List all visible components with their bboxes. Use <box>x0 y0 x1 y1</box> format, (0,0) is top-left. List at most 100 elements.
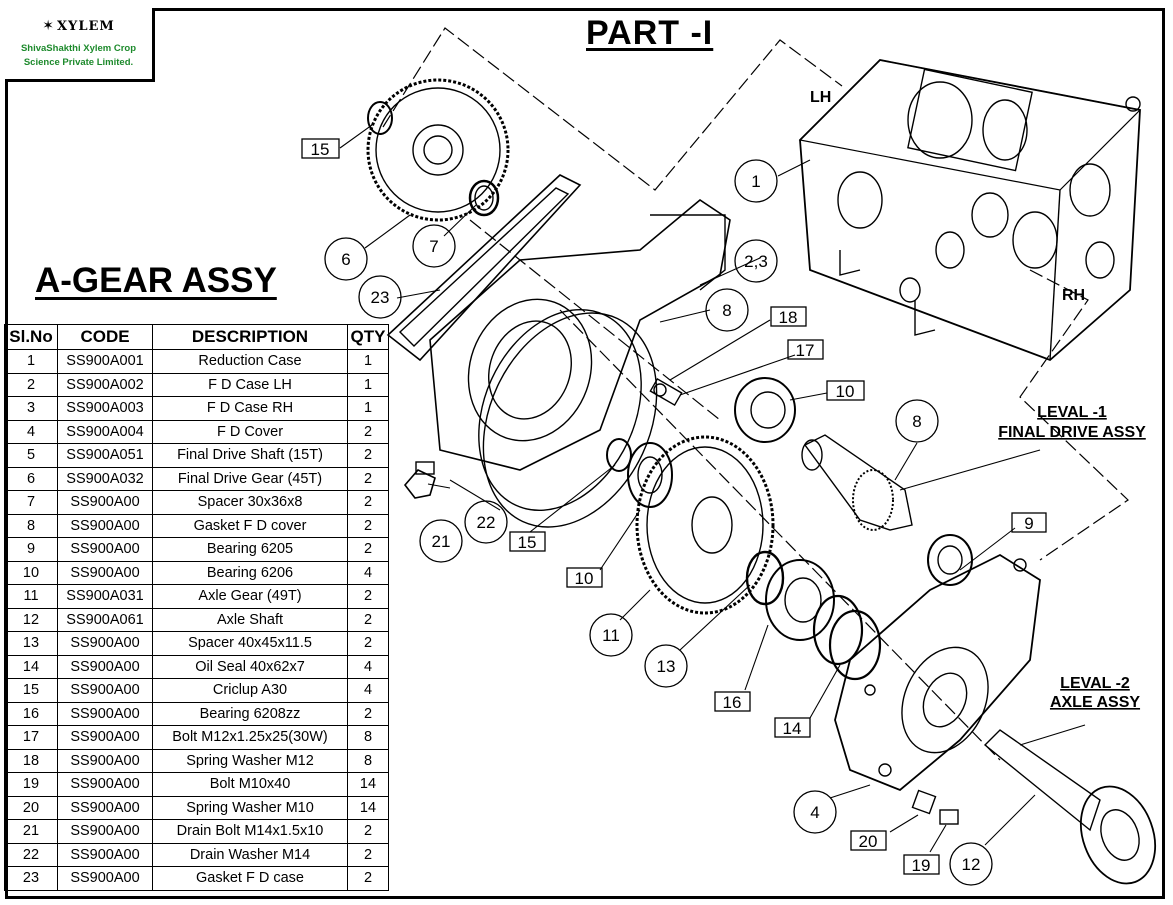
fd-cover-part <box>834 553 1041 792</box>
cell-qty: 4 <box>347 654 389 679</box>
cell-qty: 2 <box>347 701 389 726</box>
cell-qty: 1 <box>347 372 389 397</box>
cell-qty: 4 <box>347 560 389 585</box>
cell-code: SS900A00 <box>57 842 153 867</box>
label-level2-a: LEVAL -2 <box>1060 675 1130 692</box>
cell-slno: 11 <box>4 584 58 609</box>
company-logo: ✶XYLEM ShivaShakthi Xylem Crop Science P… <box>5 8 155 82</box>
callout-21: 21 <box>432 532 451 551</box>
callout-19: 19 <box>912 856 931 875</box>
cell-qty: 2 <box>347 490 389 515</box>
cell-slno: 14 <box>4 654 58 679</box>
header-slno: Sl.No <box>4 324 58 350</box>
callout-17: 17 <box>796 341 815 360</box>
cell-qty: 2 <box>347 419 389 444</box>
callout-11: 11 <box>602 626 620 645</box>
cell-code: SS900A00 <box>57 631 153 656</box>
bearings-part <box>606 377 973 681</box>
cell-description: Spring Washer M12 <box>152 748 348 773</box>
cell-slno: 10 <box>4 560 58 585</box>
final-drive-gear-part <box>366 78 510 222</box>
cell-slno: 13 <box>4 631 58 656</box>
logo-company: ShivaShakthi Xylem Crop Science Private … <box>20 43 137 68</box>
page-title: PART -I <box>586 14 714 52</box>
cell-code: SS900A051 <box>57 443 153 468</box>
cell-code: SS900A002 <box>57 372 153 397</box>
cell-qty: 14 <box>347 795 389 820</box>
cell-slno: 15 <box>4 678 58 703</box>
cell-qty: 2 <box>347 607 389 632</box>
callout-boxes <box>301 138 1047 875</box>
cell-code: SS900A00 <box>57 537 153 562</box>
cell-qty: 4 <box>347 678 389 703</box>
header-code: CODE <box>57 324 153 350</box>
label-level1-b: FINAL DRIVE ASSY <box>998 424 1146 441</box>
cell-qty: 2 <box>347 537 389 562</box>
callout-10-top: 10 <box>836 382 855 401</box>
cell-slno: 3 <box>4 396 58 421</box>
cell-slno: 7 <box>4 490 58 515</box>
cell-qty: 2 <box>347 466 389 491</box>
cell-code: SS900A001 <box>57 349 153 374</box>
table-header-row: Sl.No CODE DESCRIPTION QTY <box>4 324 389 350</box>
cell-slno: 21 <box>4 819 58 844</box>
header-qty: QTY <box>347 324 389 350</box>
cell-code: SS900A00 <box>57 654 153 679</box>
cell-description: Final Drive Shaft (15T) <box>152 443 348 468</box>
cell-description: Bolt M10x40 <box>152 772 348 797</box>
cell-description: F D Cover <box>152 419 348 444</box>
cell-code: SS900A004 <box>57 419 153 444</box>
callout-8-gasket: 8 <box>722 301 731 320</box>
cell-slno: 5 <box>4 443 58 468</box>
cell-qty: 2 <box>347 584 389 609</box>
cell-description: Axle Shaft <box>152 607 348 632</box>
callout-7: 7 <box>429 237 438 256</box>
cell-qty: 2 <box>347 631 389 656</box>
assembly-lines <box>382 27 1129 761</box>
cell-slno: 17 <box>4 725 58 750</box>
cell-slno: 16 <box>4 701 58 726</box>
cell-description: Reduction Case <box>152 349 348 374</box>
callout-9: 9 <box>1024 514 1033 533</box>
label-level1-a: LEVAL -1 <box>1037 404 1107 421</box>
cell-code: SS900A00 <box>57 560 153 585</box>
callout-12: 12 <box>962 855 981 874</box>
cell-description: F D Case RH <box>152 396 348 421</box>
cell-code: SS900A00 <box>57 819 153 844</box>
cell-description: Gasket F D cover <box>152 513 348 538</box>
cell-slno: 20 <box>4 795 58 820</box>
cell-code: SS900A00 <box>57 772 153 797</box>
cell-code: SS900A00 <box>57 795 153 820</box>
label-lh: LH <box>810 89 831 106</box>
cell-code: SS900A031 <box>57 584 153 609</box>
reduction-case-part <box>798 59 1142 362</box>
cover-bolts-part <box>911 789 959 825</box>
cell-slno: 8 <box>4 513 58 538</box>
callout-16: 16 <box>723 693 742 712</box>
callout-4: 4 <box>810 803 819 822</box>
cell-description: Spring Washer M10 <box>152 795 348 820</box>
callout-14: 14 <box>783 719 802 738</box>
cell-code: SS900A00 <box>57 701 153 726</box>
cell-qty: 1 <box>347 349 389 374</box>
